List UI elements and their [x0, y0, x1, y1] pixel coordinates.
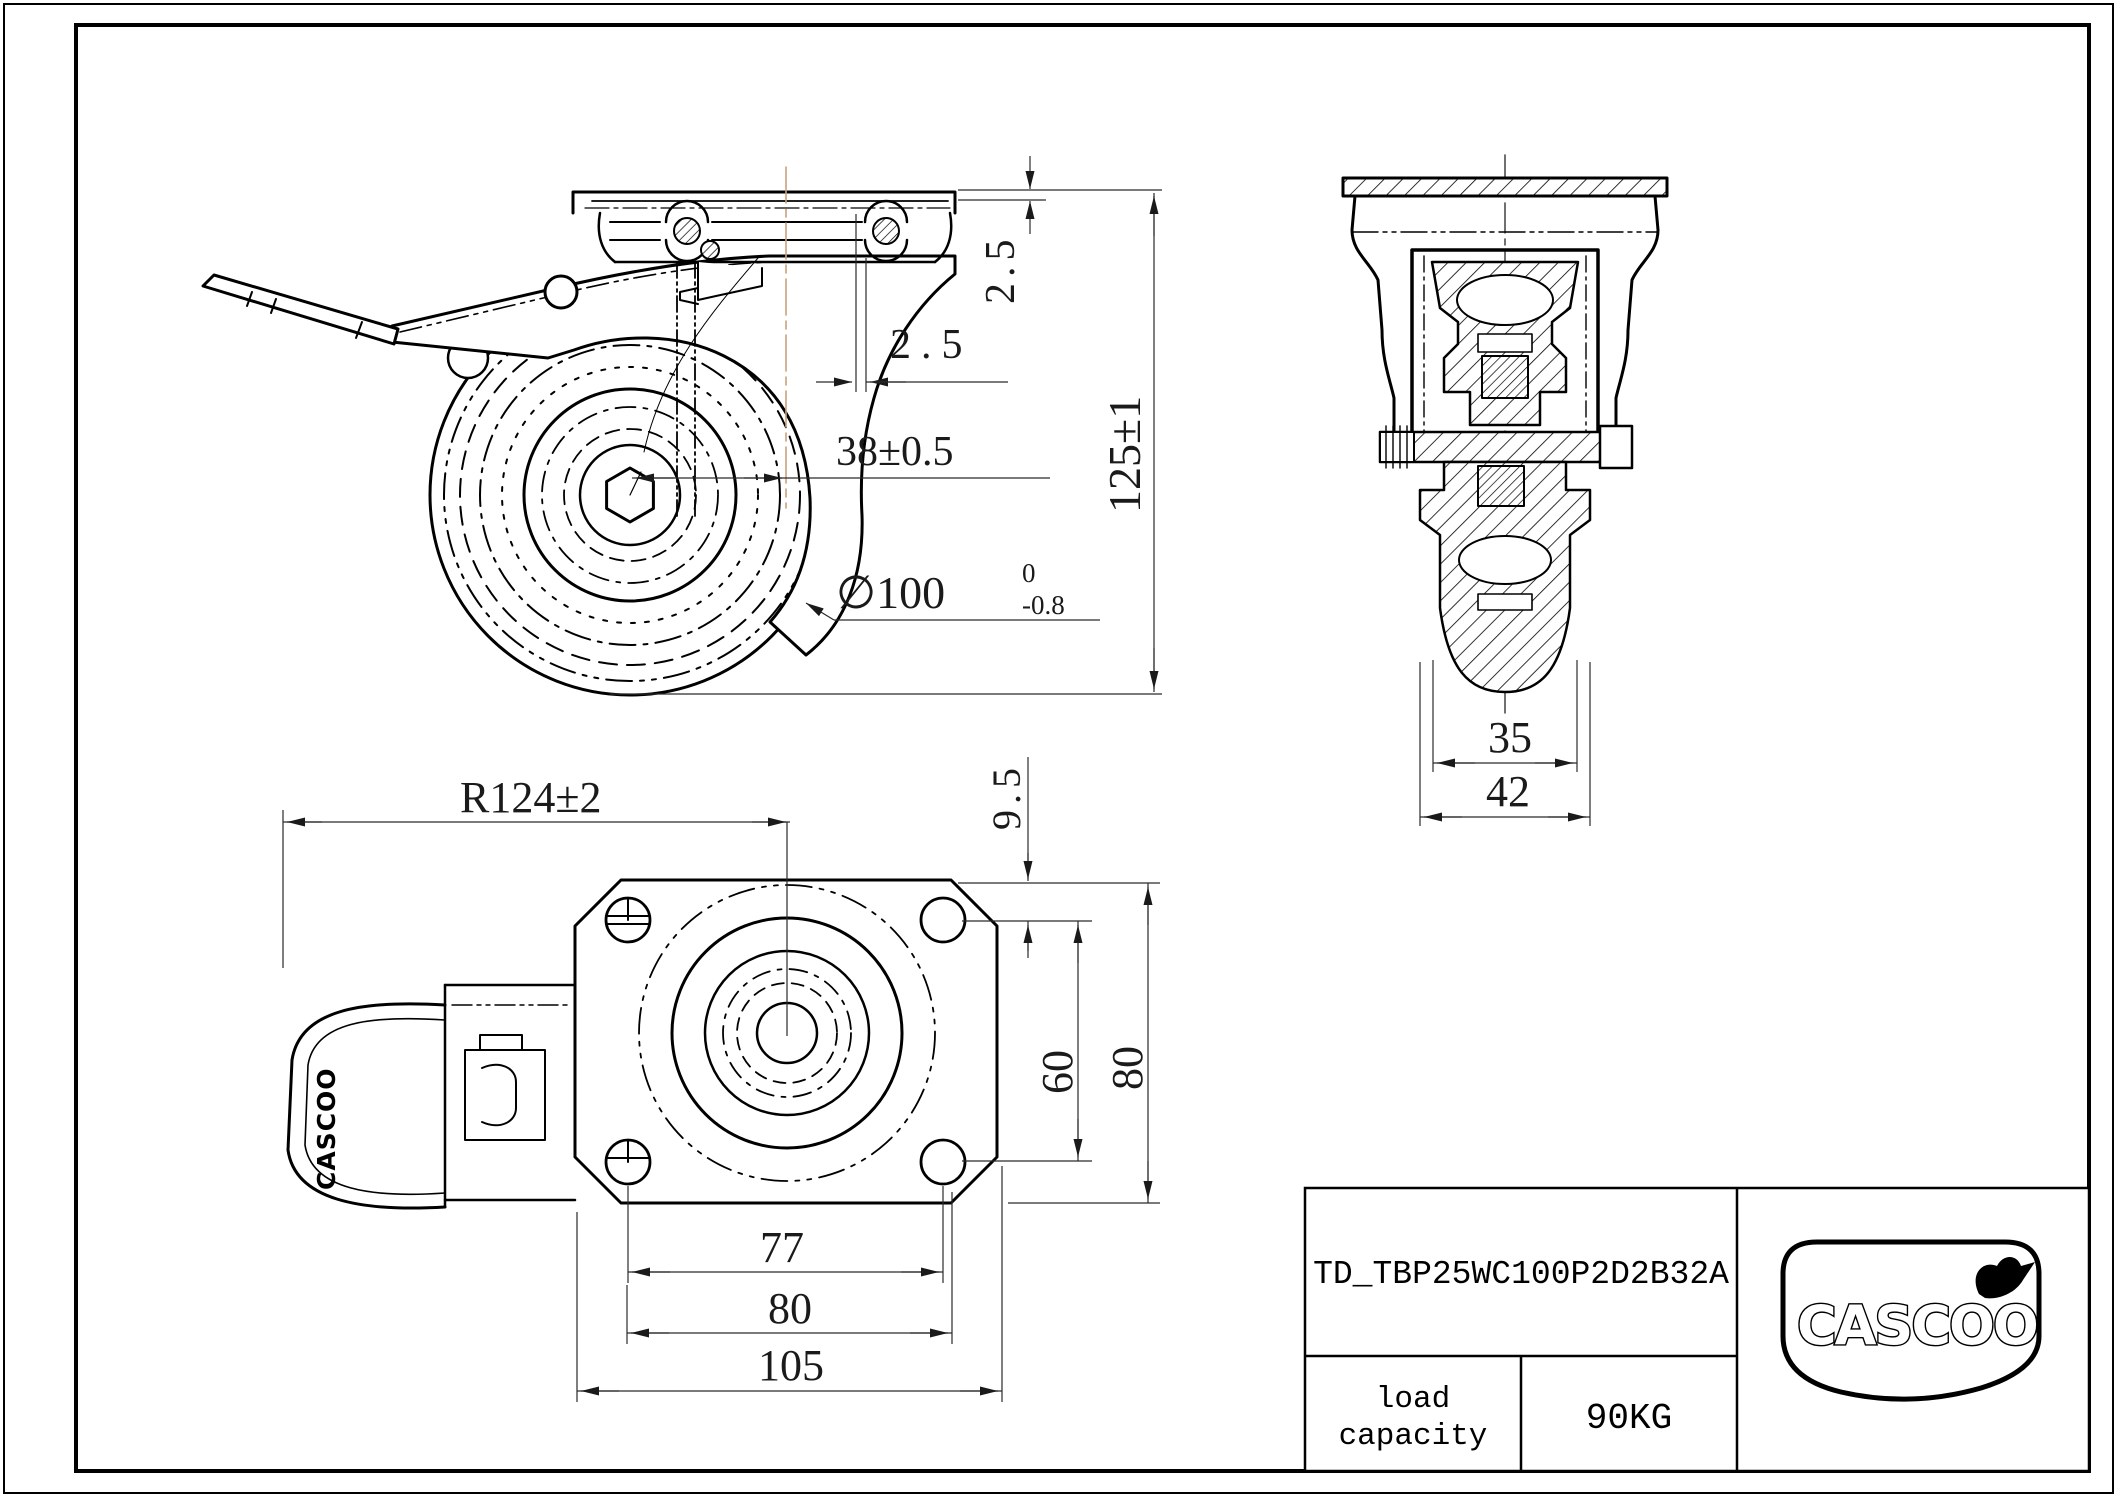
bearing-spacer	[1481, 355, 1529, 399]
dim-slot-spacing	[626, 1192, 953, 1344]
inner-border	[74, 23, 2091, 1473]
dim-text-wheel-diameter: ∅100	[836, 567, 945, 618]
dim-text-plate-depth: 80	[1103, 1046, 1152, 1090]
bearing-ball-left	[673, 217, 701, 245]
dim-text-bolt-spacing-vertical: 60	[1033, 1050, 1082, 1094]
dim-swivel-radius	[282, 810, 790, 1036]
axle-hex-nut	[605, 466, 655, 524]
bearing-ball-right	[872, 217, 900, 245]
dim-text-swivel-offset: 38±0.5	[836, 429, 954, 475]
load-capacity-label-line1: load	[1376, 1382, 1450, 1417]
dim-text-slot-spacing: 80	[768, 1284, 812, 1333]
dim-text-plate-width: 105	[758, 1341, 824, 1390]
brand-logo-text: CASCOO	[1797, 1294, 2037, 1357]
wheel-section-lower	[1418, 460, 1592, 694]
load-capacity-value: 90KG	[1586, 1398, 1672, 1439]
brake-pedal-bottom	[286, 983, 577, 1210]
top-plate-raceway	[571, 190, 957, 305]
wheel-section-upper	[1430, 260, 1580, 427]
bottom-view: CASCOO	[286, 878, 999, 1210]
dim-overall-width	[1419, 662, 1591, 826]
dim-text-wheel-diameter-tol-upper: 0	[1022, 558, 1036, 588]
dimension-texts: 2.5 2.5 38±0.5 125±1 ∅100 0 -0.8 35 42 R…	[460, 234, 1532, 1391]
axle-section	[1378, 424, 1634, 470]
dim-text-hole-to-edge: 9.5	[984, 762, 1029, 830]
dim-plate-depth	[1008, 883, 1160, 1204]
dim-wheel-diameter-leader	[805, 602, 1100, 621]
brake-lever	[201, 273, 400, 346]
swivel-fork	[390, 254, 957, 657]
axle-nut	[1598, 424, 1634, 470]
pedal-brand-text: CASCOO	[312, 1067, 341, 1190]
dim-text-raceway-offset: 2.5	[890, 322, 973, 368]
dim-text-overall-height: 125±1	[1099, 396, 1150, 513]
dim-hole-to-edge	[958, 757, 1160, 958]
mounting-plate-section	[1341, 176, 1669, 198]
part-number: TD_TBP25WC100P2D2B32A	[1313, 1256, 1729, 1293]
bolt-holes	[604, 896, 967, 1186]
dim-tread-width	[1432, 660, 1578, 772]
section-curve	[643, 257, 759, 453]
dim-bolt-spacing-vertical	[962, 921, 1092, 1162]
brand-logo-outline	[1780, 1239, 2042, 1402]
title-block: TD_TBP25WC100P2D2B32A load capacity 90KG…	[1303, 1186, 2091, 1473]
bearing-spacer	[1477, 465, 1525, 507]
kingpin-bolt	[700, 240, 720, 260]
side-view	[201, 166, 957, 697]
dimension-layer	[282, 156, 1591, 1402]
dim-text-wheel-diameter-tol-lower: -0.8	[1022, 590, 1065, 620]
dim-text-overall-width: 42	[1486, 767, 1530, 816]
dim-text-tread-width: 35	[1488, 713, 1532, 762]
brand-logo: CASCOO	[1780, 1239, 2042, 1402]
front-section-view	[1341, 154, 1669, 716]
fork-hole	[543, 274, 579, 310]
load-capacity-label-line2: capacity	[1339, 1419, 1488, 1454]
dim-text-swivel-radius: R124±2	[460, 773, 602, 822]
dim-text-plate-thickness: 2.5	[978, 234, 1024, 305]
swan-icon	[1975, 1257, 2035, 1299]
mounting-plate	[573, 878, 999, 1205]
dim-bolt-spacing-horizontal	[627, 1186, 944, 1283]
dim-text-bolt-spacing-horizontal: 77	[760, 1223, 804, 1272]
dim-plate-width	[576, 1166, 1003, 1402]
